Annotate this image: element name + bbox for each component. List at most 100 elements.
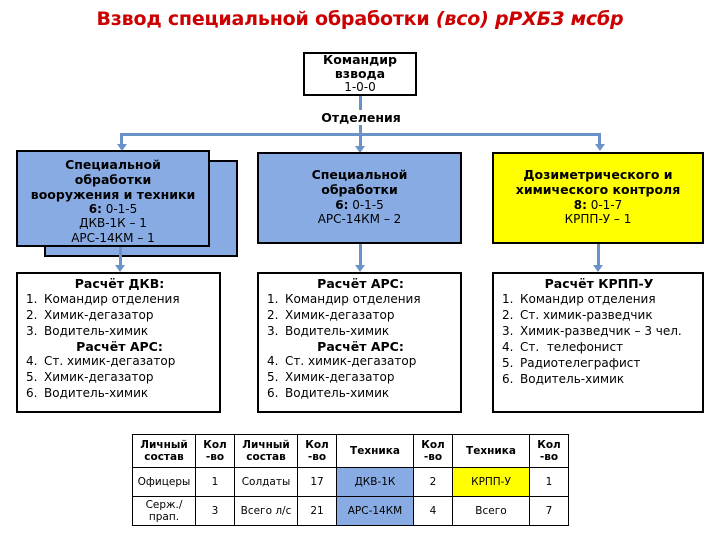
table-row: Серж./прап. 3 Всего л/с 21 АРС-14КМ 4 Вс… xyxy=(132,496,569,526)
connector-commander-stem xyxy=(358,96,362,110)
crew3-item1-text: Командир отделения xyxy=(520,291,656,306)
arrow-left xyxy=(116,144,127,151)
crew3-item1-index: 1. xyxy=(502,291,514,306)
crew3-item4-index: 4. xyxy=(502,339,514,354)
list-item: 4. Ст. химик-дегазатор xyxy=(265,354,456,370)
crew1-title-1: Расчёт ДКВ: xyxy=(74,276,165,291)
connector-dept3-to-crew xyxy=(596,244,600,267)
table-header-count-2: Кол -во xyxy=(297,434,337,468)
cell-r0c3: 17 xyxy=(297,467,337,497)
dept3-equipment-1: КРПП-У – 1 xyxy=(564,211,632,226)
list-item: 2. Ст. химик-разведчик xyxy=(500,308,698,324)
crew3-item2-text: Ст. химик-разведчик xyxy=(520,307,653,322)
cell-r1c4: АРС-14КМ xyxy=(336,496,414,526)
dept1-staffing: 0-1-5 xyxy=(105,202,138,217)
dept-special-armament: Специальной обработки вооружения и техни… xyxy=(16,150,210,247)
crew1-item2-index: 2. xyxy=(26,307,38,322)
crew1-item3-text: Водитель-химик xyxy=(44,323,149,338)
dept1-equipment-1: ДКВ-1К – 1 xyxy=(79,216,147,231)
cell-r1c0: Серж./прап. xyxy=(132,496,196,526)
list-item: 1. Командир отделения xyxy=(500,292,698,308)
dept2-staffing-row: 6: 0-1-5 xyxy=(259,198,460,212)
table-header-equipment-1: Техника xyxy=(336,434,414,468)
commander-line1: Командир xyxy=(323,52,397,68)
crew3-item4-text: Ст. телефонист xyxy=(520,339,624,354)
cell-r1c1: 3 xyxy=(195,496,235,526)
page-title: Взвод специальной обработки (всо) рРХБЗ … xyxy=(0,8,720,30)
dept3-header-line1: Дозиметрического и xyxy=(523,167,673,182)
crew1-item1-index: 1. xyxy=(26,291,38,306)
cell-r1c3: 21 xyxy=(297,496,337,526)
list-item: 5.Радиотелеграфист xyxy=(500,356,698,372)
connector-branch-right xyxy=(598,133,601,145)
dept1-equipment-2: АРС-14КМ – 1 xyxy=(71,230,155,245)
dept2-header-line1: Специальной xyxy=(311,167,408,182)
crew1-item4-text: Ст. химик-дегазатор xyxy=(44,354,176,369)
list-item: 4. Ст. телефонист xyxy=(500,340,698,356)
table-row: Офицеры 1 Солдаты 17 ДКВ-1К 2 КРПП-У 1 xyxy=(132,467,569,497)
crew1-item3-index: 3. xyxy=(26,323,38,338)
dept1-count-label: 6: xyxy=(88,202,102,217)
connector-branch-left xyxy=(120,133,123,145)
crew2-item6-text: Водитель-химик xyxy=(285,386,390,401)
crew3-item2-index: 2. xyxy=(502,307,514,322)
crew2-item4-text: Ст. химик-дегазатор xyxy=(285,354,417,369)
subdivisions-label: Отделения xyxy=(321,110,401,125)
crew-ars: Расчёт АРС: 1.Командир отделения 2.Химик… xyxy=(257,272,462,413)
crew1-list-1: 1.Командир отделения 2. Химик-дегазатор 3… xyxy=(24,292,215,340)
list-item: 6.Водитель-химик xyxy=(265,386,456,402)
cell-r1c6: Всего xyxy=(452,496,530,526)
crew2-item5-text: Химик-дегазатор xyxy=(285,370,395,385)
arrow-middle xyxy=(355,146,365,153)
connector-label-stem xyxy=(358,125,362,136)
crew1-item6-text: Водитель-химик xyxy=(44,386,149,401)
crew2-item3-index: 3. xyxy=(267,323,279,338)
arrow-dept3-crew xyxy=(593,265,603,272)
page-title-italic: (всо) рРХБЗ мсбр xyxy=(435,8,624,30)
crew3-title-1: Расчёт КРПП-У xyxy=(544,276,654,291)
cell-r0c5: 2 xyxy=(413,467,453,497)
list-item: 1.Командир отделения xyxy=(24,292,215,308)
cell-r0c0: Офицеры xyxy=(132,467,196,497)
table-header-row: Личный состав Кол -во Личный состав Кол … xyxy=(132,434,569,468)
summary-table: Личный состав Кол -во Личный состав Кол … xyxy=(132,434,569,526)
dept1-header-line1: Специальной xyxy=(65,157,161,172)
crew1-item2-text: Химик-дегазатор xyxy=(44,307,154,322)
crew2-item1-index: 1. xyxy=(267,291,279,306)
list-item: 6. Водитель-химик xyxy=(24,386,215,402)
dept3-count-label: 8: xyxy=(573,197,587,212)
crew-dkv: Расчёт ДКВ: 1.Командир отделения 2. Химик… xyxy=(16,272,221,413)
crew2-list-1: 1.Командир отделения 2.Химик-дегазатор 3… xyxy=(265,292,456,340)
crew2-list-2: 4.Ст. химик-дегазатор 5.Химик-дегазатор … xyxy=(265,354,456,402)
crew2-title-2: Расчёт АРС: xyxy=(317,338,404,354)
dept2-equipment-1: АРС-14КМ – 2 xyxy=(317,211,402,226)
cell-r1c2: Всего л/с xyxy=(234,496,298,526)
list-item: 1.Командир отделения xyxy=(265,292,456,308)
cell-r0c2: Солдаты xyxy=(234,467,298,497)
dept-special-treatment: Специальной обработки 6: 0-1-5 АРС-14КМ … xyxy=(257,152,462,244)
crew1-item6-index: 6. xyxy=(26,386,38,401)
connector-branch-middle xyxy=(358,133,362,147)
crew1-item5-text: Химик-дегазатор xyxy=(44,370,154,385)
crew3-item3-index: 3. xyxy=(502,323,514,338)
list-item: 3. Водитель-химик xyxy=(24,324,215,340)
list-item: 5.Химик-дегазатор xyxy=(265,370,456,386)
crew2-title-1: Расчёт АРС: xyxy=(317,276,404,291)
dept-dosimetric-control: Дозиметрического и химического контроля … xyxy=(492,152,704,244)
cell-r0c7: 1 xyxy=(529,467,569,497)
table-header-count-3: Кол -во xyxy=(413,434,453,468)
arrow-dept1-crew xyxy=(115,265,125,272)
cell-r0c6: КРПП-У xyxy=(452,467,530,497)
crew1-title-2: Расчёт АРС: xyxy=(76,338,163,354)
commander-line2: взвода xyxy=(334,66,386,82)
list-item: 6.Водитель-химик xyxy=(500,372,698,388)
cell-r0c4: ДКВ-1К xyxy=(336,467,414,497)
cell-r0c1: 1 xyxy=(195,467,235,497)
crew2-item4-index: 4. xyxy=(267,354,279,369)
page-title-main: Взвод специальной обработки xyxy=(96,8,436,30)
table-header-personnel-2: Личный состав xyxy=(234,434,298,468)
dept1-header-line2: обработки xyxy=(74,171,152,187)
crew2-item2-index: 2. xyxy=(267,307,279,322)
dept3-header-line2: химического контроля xyxy=(515,181,681,197)
